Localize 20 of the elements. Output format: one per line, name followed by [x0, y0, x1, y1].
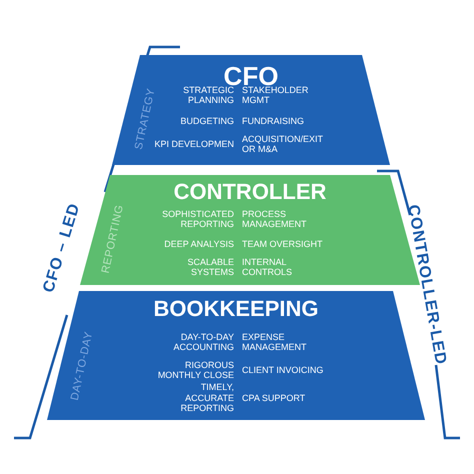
duty-text: CPA SUPPORT	[242, 392, 306, 403]
duty-text: STAKEHOLDER MGMT	[242, 84, 310, 106]
tier-heading: BOOKKEEPING	[153, 298, 319, 320]
duty-text: PROCESS MANAGEMENT	[242, 208, 308, 230]
duty-text: EXPENSE MANAGEMENT	[242, 332, 308, 352]
duty-text: KPI DEVELOPMEN	[154, 138, 234, 149]
duty-text: ACQUISITION/EXIT OR M&A	[242, 134, 324, 154]
duty-text: BUDGETING	[179, 116, 234, 126]
duty-text: DAY-TO-DAY ACCOUNTING	[172, 332, 234, 352]
duty-text: SOPHISTICATED REPORTING	[161, 208, 234, 230]
duty-text: TIMELY, ACCURATE REPORTING	[180, 382, 234, 414]
duty-text: SCALABLE SYSTEMS	[186, 256, 234, 278]
tier-heading: CONTROLLER	[174, 181, 326, 203]
duty-text: CLIENT INVOICING	[242, 364, 324, 375]
duty-text: INTERNAL CONTROLS	[242, 256, 294, 278]
bracket-label: CFO – LED	[40, 201, 84, 295]
duty-text: TEAM OVERSIGHT	[242, 238, 324, 249]
duty-text: RIGOROUS MONTHLY CLOSE	[156, 360, 234, 380]
duty-text: DEEP ANALYSIS	[163, 238, 234, 249]
duty-text: FUNDRAISING	[242, 116, 306, 126]
